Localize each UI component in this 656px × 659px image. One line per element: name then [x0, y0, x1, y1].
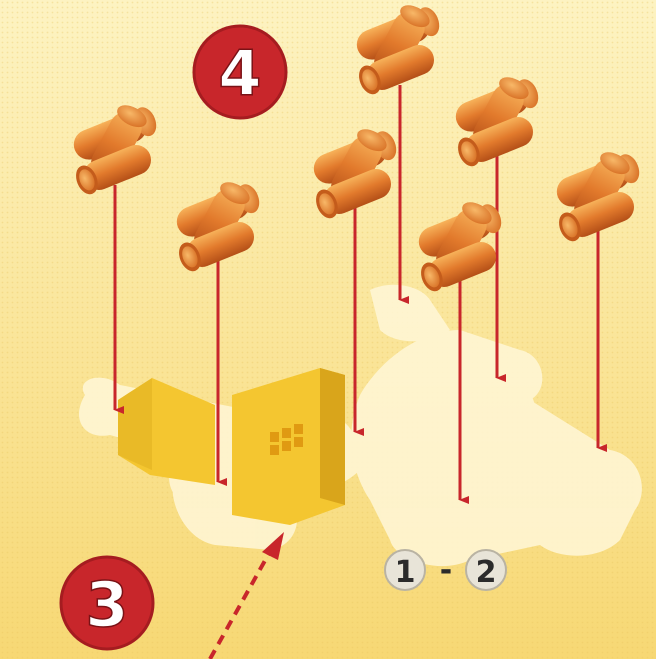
wall-panel-right	[232, 368, 345, 525]
step-badge-current: 4	[194, 26, 286, 118]
step-number-current: 4	[218, 37, 261, 110]
sub-step-separator: -	[440, 553, 452, 588]
sub-step-indicator: 1 - 2	[385, 550, 506, 590]
step-badge-previous: 3	[61, 557, 153, 649]
step-number-previous: 3	[85, 568, 128, 641]
sub-step-second: 2	[476, 555, 497, 590]
sub-step-first: 1	[395, 555, 416, 590]
